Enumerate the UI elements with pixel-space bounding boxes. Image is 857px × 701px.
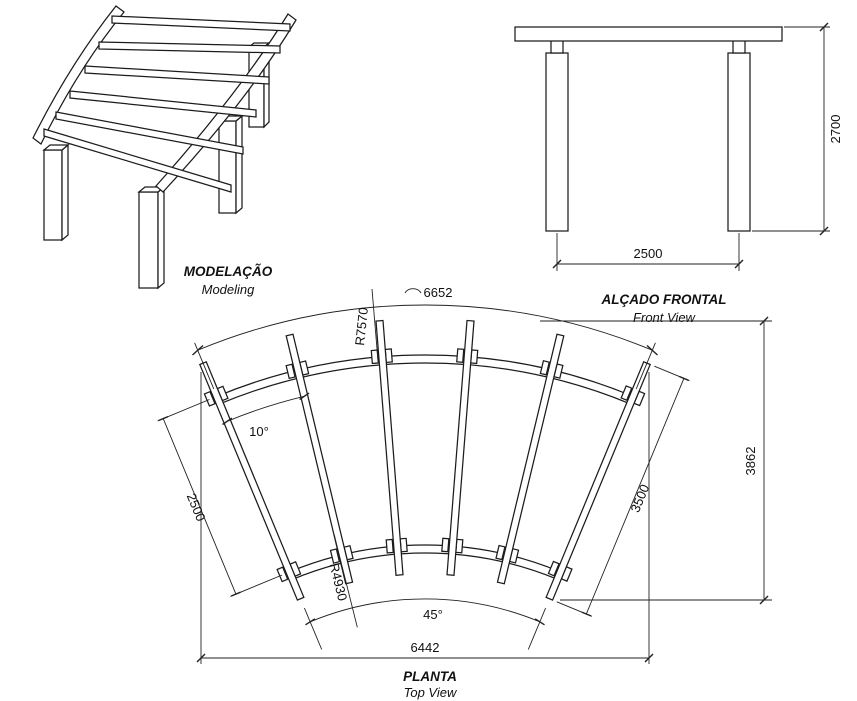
dimension-front-width: 2500 <box>552 233 744 271</box>
dimension-fan-angle: 45° <box>303 598 547 650</box>
arc-length-value: 6652 <box>424 285 453 300</box>
post-connector-left <box>550 39 564 54</box>
front-top-beam <box>514 26 783 42</box>
dimension-overall-depth: 3862 <box>540 316 772 605</box>
slat <box>43 128 232 193</box>
dimension-slat-length: 3500 <box>556 365 690 617</box>
front-post-right <box>727 52 751 232</box>
front-width-value: 2500 <box>634 246 663 261</box>
slat <box>98 41 281 54</box>
dimension-overall-width: 6442 <box>196 372 654 664</box>
front-view-subtitle: Front View <box>633 310 697 325</box>
modeling-view: MODELAÇÃO Modeling <box>32 5 297 297</box>
overall-width-value: 6442 <box>411 640 440 655</box>
plan-slat <box>545 360 652 601</box>
bay-angle-value: 10° <box>249 424 269 439</box>
front-post-left <box>545 52 569 232</box>
overall-depth-value: 3862 <box>743 447 758 476</box>
plan-view: 6652 R7570 10° 2500 <box>157 285 772 700</box>
plan-slat <box>198 360 305 601</box>
pergola-post <box>217 114 244 215</box>
outer-radius-value: R7570 <box>352 307 371 347</box>
pergola-post <box>42 143 70 242</box>
modeling-title: MODELAÇÃO <box>184 264 273 279</box>
modeling-subtitle: Modeling <box>202 282 256 297</box>
dimension-bay-angle: 10° <box>222 392 310 439</box>
post-connector-right <box>732 39 746 54</box>
plan-slat <box>495 333 565 585</box>
slat <box>55 111 244 155</box>
plan-view-title: PLANTA <box>403 669 457 684</box>
fan-angle-value: 45° <box>423 607 443 622</box>
outer-curved-beam <box>155 13 297 193</box>
slat <box>111 15 291 32</box>
plan-slat <box>370 319 408 576</box>
pergola-post <box>137 185 166 290</box>
arc-length-symbol <box>404 288 422 294</box>
slat <box>84 65 270 85</box>
front-view: 2700 2500 ALÇADO FRONTAL Front View <box>514 22 843 325</box>
outer-arc-beam <box>216 354 634 405</box>
dimension-arc-length: 6652 <box>192 285 658 390</box>
plan-slat <box>441 319 479 576</box>
plan-view-subtitle: Top View <box>404 685 458 700</box>
plan-slat <box>285 333 354 585</box>
front-view-title: ALÇADO FRONTAL <box>601 292 727 307</box>
dimension-outer-radius: R7570 <box>352 288 379 362</box>
bay-spacing-value: 2500 <box>184 491 209 523</box>
slat <box>69 90 257 118</box>
dimension-front-height: 2700 <box>752 22 843 236</box>
front-height-value: 2700 <box>828 115 843 144</box>
